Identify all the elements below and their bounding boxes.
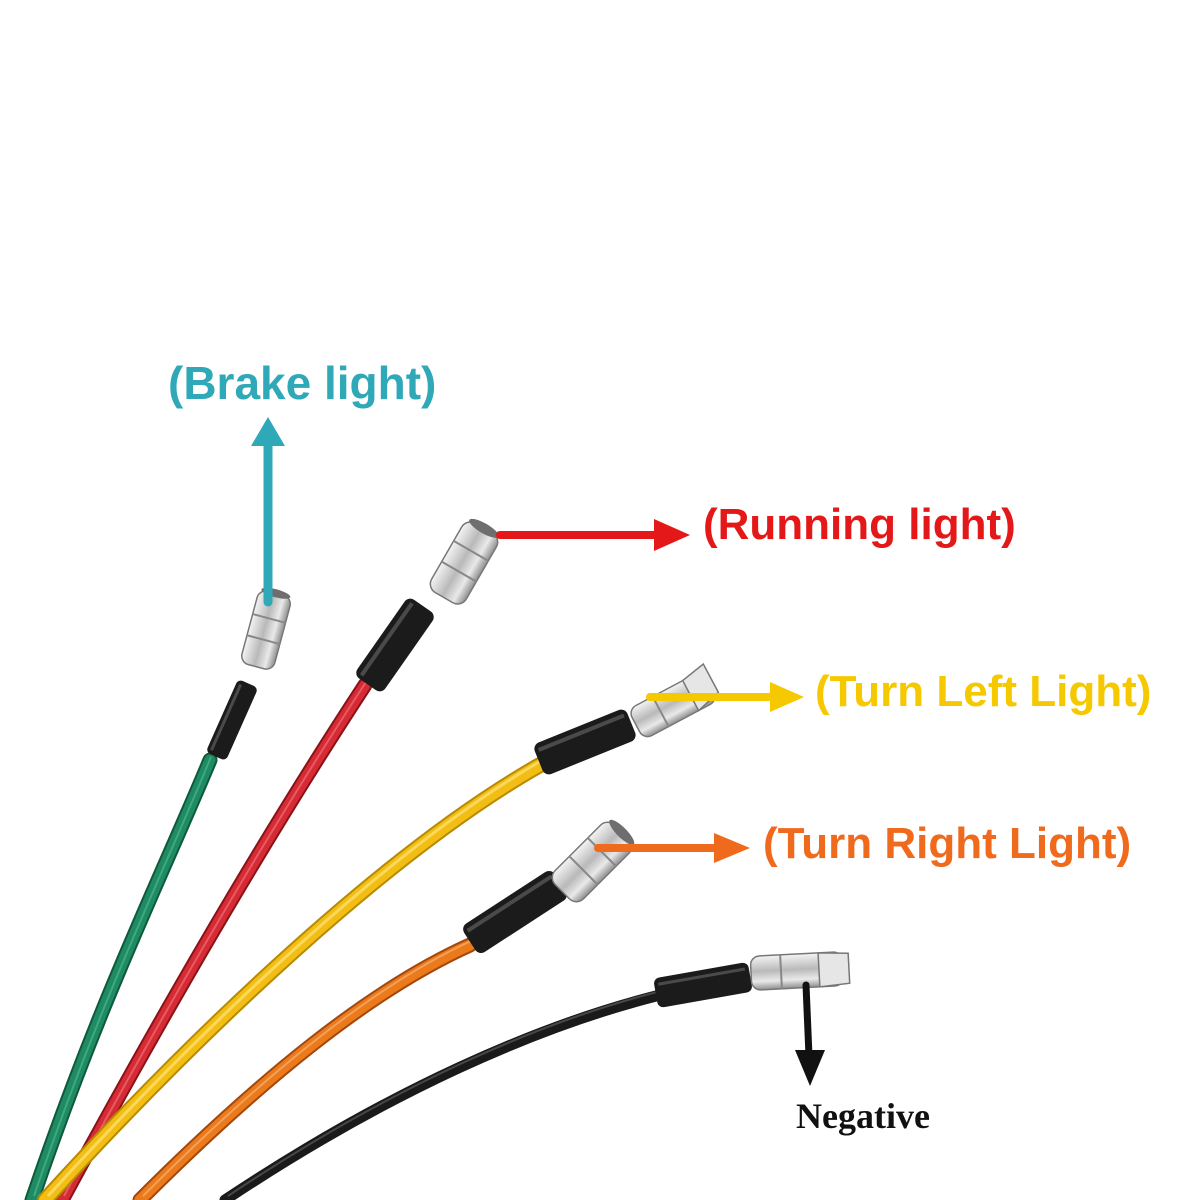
negative-label: Negative [796,1096,930,1136]
terminal-turn-right [551,819,635,903]
running-light-label: (Running light) [703,500,1016,549]
arrow-right-turn-right-icon [594,833,750,863]
turn-right-light-label: (Turn Right Light) [763,819,1132,868]
sleeve-red [356,598,434,692]
sleeve-black [654,962,752,1008]
arrow-right-running-icon [496,519,690,551]
wire-black [219,989,666,1200]
arrow-up-brake-icon [251,417,285,607]
sleeve-green [207,680,257,760]
terminal-turn-left [630,662,720,738]
wire-red [54,677,373,1200]
brake-light-label: (Brake light) [168,357,437,409]
wire-yellow [37,757,548,1200]
arrow-down-negative-icon [795,981,825,1086]
terminal-running [429,518,499,605]
arrow-right-turn-left-icon [646,682,804,712]
terminal-negative [749,951,851,991]
sleeve-yellow [534,709,636,775]
wire-orange [132,937,478,1200]
sleeve-orange [463,871,567,953]
turn-left-light-label: (Turn Left Light) [815,667,1152,716]
wire-green [24,752,218,1200]
